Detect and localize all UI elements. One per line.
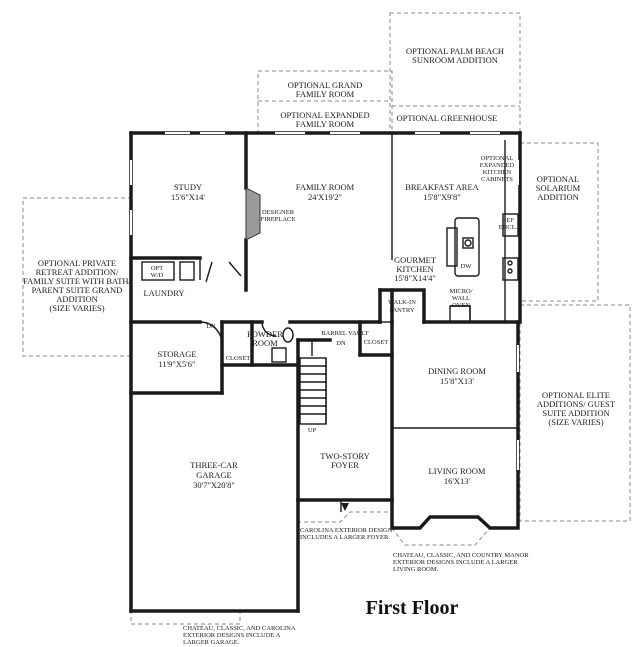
foyer-label: TWO-STORY bbox=[320, 451, 369, 461]
elite-additions-outline bbox=[519, 304, 631, 522]
windows bbox=[130, 132, 519, 470]
study-dim: 15'6"X14' bbox=[171, 192, 205, 202]
washer-dryer bbox=[141, 261, 195, 281]
carolina-foyer-note-2: INCLUDES A LARGER FOYER. bbox=[300, 534, 390, 541]
larger-living-room-outline bbox=[391, 527, 491, 546]
palm-beach-label-2: SUNROOM ADDITION bbox=[412, 55, 498, 65]
retreat-label-3: FAMILY SUITE WITH BATH/ bbox=[23, 276, 131, 286]
micro-oven-label: MICRO/ bbox=[449, 288, 472, 295]
up-label: UP bbox=[308, 427, 317, 434]
breakfast-area-dim: 15'8"X9'8" bbox=[423, 192, 460, 202]
exp-cabinets-label-3: KITCHEN bbox=[483, 169, 512, 176]
grand-family-label: OPTIONAL GRAND bbox=[288, 80, 363, 90]
retreat-label: OPTIONAL PRIVATE bbox=[38, 258, 116, 268]
kitchen-island bbox=[446, 217, 480, 277]
designer-fireplace-label: DESIGNER bbox=[262, 209, 295, 216]
laundry-label: LAUNDRY bbox=[143, 288, 184, 298]
palm-beach-label: OPTIONAL PALM BEACH bbox=[406, 46, 504, 56]
solarium-label-2: SOLARIUM bbox=[536, 183, 581, 193]
exp-cabinets-label: OPTIONAL bbox=[481, 155, 514, 162]
designer-fireplace-label-2: FIREPLACE bbox=[261, 216, 296, 223]
living-room-dim: 16'X13' bbox=[444, 476, 471, 486]
solarium-label: OPTIONAL bbox=[537, 174, 580, 184]
storage-dim: 11'9"X5'6" bbox=[158, 359, 195, 369]
closet-right-label: CLOSET bbox=[364, 339, 389, 346]
elite-label-2: ADDITIONS/ GUEST bbox=[537, 399, 616, 409]
expanded-family-label: OPTIONAL EXPANDED bbox=[280, 110, 369, 120]
solarium-outline bbox=[519, 142, 599, 302]
ref-encl-label-2: ENCL. bbox=[499, 224, 518, 231]
larger-garage-outline bbox=[130, 610, 241, 625]
dining-room-label: DINING ROOM bbox=[428, 366, 486, 376]
interior-walls bbox=[129, 131, 520, 502]
pantry-label-2: PANTRY bbox=[389, 307, 414, 314]
fireplace-icon bbox=[245, 187, 261, 241]
micro-oven-label-2: WALL bbox=[452, 295, 470, 302]
living-room-label: LIVING ROOM bbox=[429, 466, 486, 476]
staircase bbox=[299, 340, 327, 425]
exp-cabinets-label-2: EXPANDED bbox=[480, 162, 515, 169]
elite-label-3: SUITE ADDITION bbox=[542, 408, 609, 418]
chateau-garage-note: CHATEAU, CLASSIC, AND CAROLINA bbox=[183, 625, 296, 632]
foyer-label-2: FOYER bbox=[331, 460, 359, 470]
powder-room-fixtures bbox=[271, 327, 294, 363]
dn-left-label: DN bbox=[206, 323, 216, 330]
kitchen-counters bbox=[449, 140, 519, 323]
elite-label: OPTIONAL ELITE bbox=[542, 390, 610, 400]
family-room-label: FAMILY ROOM bbox=[296, 182, 355, 192]
chateau-living-note-2: EXTERIOR DESIGNS INCLUDE A LARGER bbox=[393, 559, 518, 566]
elite-label-4: (SIZE VARIES) bbox=[548, 417, 603, 427]
greenhouse-label: OPTIONAL GREENHOUSE bbox=[397, 113, 498, 123]
expanded-family-label-2: FAMILY ROOM bbox=[296, 119, 355, 129]
chateau-garage-note-3: LARGER GARAGE. bbox=[183, 639, 240, 646]
retreat-label-4: PARENT SUITE GRAND bbox=[32, 285, 123, 295]
micro-oven-label-3: OVEN bbox=[452, 302, 470, 309]
storage-label: STORAGE bbox=[157, 349, 196, 359]
garage-label-2: GARAGE bbox=[196, 470, 231, 480]
opt-wd-label: OPT bbox=[151, 265, 163, 272]
chateau-living-note: CHATEAU, CLASSIC, AND COUNTRY MANOR bbox=[393, 552, 529, 559]
doors bbox=[199, 261, 392, 512]
retreat-label-2: RETREAT ADDITION/ bbox=[36, 267, 119, 277]
solarium-label-3: ADDITION bbox=[537, 192, 579, 202]
powder-room-label: POWDER bbox=[247, 329, 283, 339]
barrel-vault-label: BARREL VAULT bbox=[321, 330, 369, 337]
dn-right-label: DN bbox=[336, 340, 346, 347]
garage-dim: 30'7"X20'8" bbox=[193, 480, 235, 490]
chateau-living-note-3: LIVING ROOM. bbox=[393, 566, 439, 573]
kitchen-label: GOURMET bbox=[394, 255, 437, 265]
grand-family-label-2: FAMILY ROOM bbox=[296, 89, 355, 99]
kitchen-label-2: KITCHEN bbox=[396, 264, 433, 274]
exp-cabinets-label-4: CABINETS bbox=[481, 176, 513, 183]
carolina-foyer-note: CAROLINA EXTERIOR DESIGN bbox=[300, 527, 393, 534]
ref-encl-label: REF bbox=[502, 217, 514, 224]
breakfast-area-label: BREAKFAST AREA bbox=[405, 182, 479, 192]
powder-room-label-2: ROOM bbox=[252, 338, 278, 348]
dining-room-dim: 15'8"X13' bbox=[440, 376, 474, 386]
kitchen-dim: 15'8"X14'4" bbox=[394, 273, 436, 283]
closet-left-label: CLOSET bbox=[226, 355, 251, 362]
dw-label: DW bbox=[461, 263, 473, 270]
garage-label: THREE-CAR bbox=[190, 460, 238, 470]
pantry-label: WALK-IN bbox=[388, 299, 416, 306]
opt-wd-label-2: W/D bbox=[151, 272, 164, 279]
exterior-walls bbox=[129, 131, 522, 613]
family-room-dim: 24'X19'2" bbox=[308, 192, 342, 202]
retreat-label-6: (SIZE VARIES) bbox=[49, 303, 104, 313]
entry-arrow-icon bbox=[341, 503, 349, 511]
floor-title: First Floor bbox=[366, 597, 459, 619]
retreat-label-5: ADDITION bbox=[56, 294, 98, 304]
study-label: STUDY bbox=[174, 182, 202, 192]
chateau-garage-note-2: EXTERIOR DESIGNS INCLUDE A bbox=[183, 632, 281, 639]
